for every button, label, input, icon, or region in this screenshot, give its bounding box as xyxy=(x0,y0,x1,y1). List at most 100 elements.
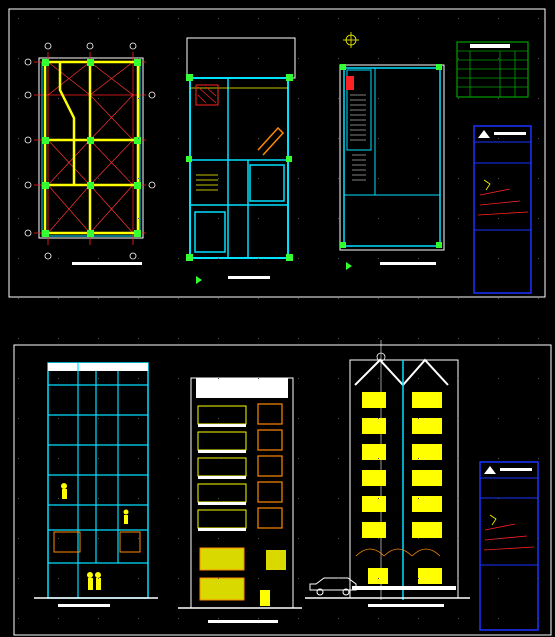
grid-dot xyxy=(498,538,499,539)
grid-dot xyxy=(378,498,379,499)
grid-dot xyxy=(298,578,299,579)
grid-dot xyxy=(418,58,419,59)
grid-dot xyxy=(378,338,379,339)
grid-dot xyxy=(458,498,459,499)
grid-dot xyxy=(218,338,219,339)
grid-dot xyxy=(138,138,139,139)
grid-dot xyxy=(138,498,139,499)
grid-dot xyxy=(58,338,59,339)
grid-dot xyxy=(58,18,59,19)
grid-dot xyxy=(178,418,179,419)
grid-dot xyxy=(458,18,459,19)
grid-dot xyxy=(418,618,419,619)
grid-dot xyxy=(458,258,459,259)
grid-dot xyxy=(418,578,419,579)
grid-dot xyxy=(18,98,19,99)
grid-dot xyxy=(298,618,299,619)
grid-dot xyxy=(258,58,259,59)
grid-dot xyxy=(178,18,179,19)
grid-dot xyxy=(138,18,139,19)
grid-dot xyxy=(218,538,219,539)
grid-dot xyxy=(418,378,419,379)
legend-table xyxy=(456,41,529,98)
grid-dot xyxy=(18,418,19,419)
car-icon xyxy=(309,577,357,596)
grid-dot xyxy=(498,98,499,99)
sheet-top xyxy=(8,8,546,298)
grid-dot xyxy=(298,498,299,499)
grid-dot xyxy=(298,178,299,179)
grid-dot xyxy=(178,258,179,259)
grid-dot xyxy=(498,418,499,419)
grid-dot xyxy=(98,138,99,139)
grid-dot xyxy=(18,138,19,139)
grid-dot xyxy=(218,258,219,259)
grid-dot xyxy=(338,458,339,459)
grid-dot xyxy=(498,218,499,219)
grid-dot xyxy=(498,138,499,139)
grid-dot xyxy=(298,538,299,539)
grid-dot xyxy=(338,138,339,139)
grid-dot xyxy=(338,498,339,499)
grid-dot xyxy=(498,378,499,379)
grid-dot xyxy=(258,378,259,379)
grid-dot xyxy=(258,298,259,299)
grid-dot xyxy=(218,218,219,219)
grid-dot xyxy=(338,378,339,379)
grid-dot xyxy=(98,378,99,379)
building-logo-icon xyxy=(478,130,490,138)
grid-dot xyxy=(418,498,419,499)
grid-dot xyxy=(178,58,179,59)
grid-dot xyxy=(98,458,99,459)
grid-dot xyxy=(498,178,499,179)
grid-dot xyxy=(378,458,379,459)
grid-dot xyxy=(498,338,499,339)
section-drawing xyxy=(34,362,158,607)
grid-dot xyxy=(98,578,99,579)
grid-dot xyxy=(18,18,19,19)
grid-dot xyxy=(498,498,499,499)
grid-dot xyxy=(258,218,259,219)
grid-dot xyxy=(98,178,99,179)
grid-dot xyxy=(58,258,59,259)
grid-dot xyxy=(458,458,459,459)
grid-dot xyxy=(338,338,339,339)
grid-dot xyxy=(138,458,139,459)
grid-dot xyxy=(538,298,539,299)
grid-dot xyxy=(378,578,379,579)
grid-dot xyxy=(498,18,499,19)
grid-dot xyxy=(258,18,259,19)
grid-dot xyxy=(258,258,259,259)
grid-dot xyxy=(258,618,259,619)
grid-dot xyxy=(218,138,219,139)
grid-dot xyxy=(298,18,299,19)
grid-dot xyxy=(418,458,419,459)
grid-dot xyxy=(538,258,539,259)
grid-dot xyxy=(418,338,419,339)
grid-dot xyxy=(378,58,379,59)
grid-dot xyxy=(218,458,219,459)
grid-dot xyxy=(338,298,339,299)
grid-dot xyxy=(338,18,339,19)
grid-dot xyxy=(178,138,179,139)
title-block-2 xyxy=(479,461,539,631)
grid-dot xyxy=(298,138,299,139)
grid-dot xyxy=(498,298,499,299)
structural-plan xyxy=(24,42,156,265)
grid-dot xyxy=(338,178,339,179)
grid-dot xyxy=(498,578,499,579)
grid-dot xyxy=(138,578,139,579)
grid-dot xyxy=(338,98,339,99)
grid-dot xyxy=(218,178,219,179)
grid-dot xyxy=(258,338,259,339)
grid-dot xyxy=(418,18,419,19)
grid-dot xyxy=(218,98,219,99)
grid-dot xyxy=(378,138,379,139)
grid-dot xyxy=(458,178,459,179)
grid-dot xyxy=(258,178,259,179)
grid-dot xyxy=(138,218,139,219)
grid-dot xyxy=(98,258,99,259)
grid-dot xyxy=(458,378,459,379)
grid-dot xyxy=(178,618,179,619)
grid-dot xyxy=(18,338,19,339)
